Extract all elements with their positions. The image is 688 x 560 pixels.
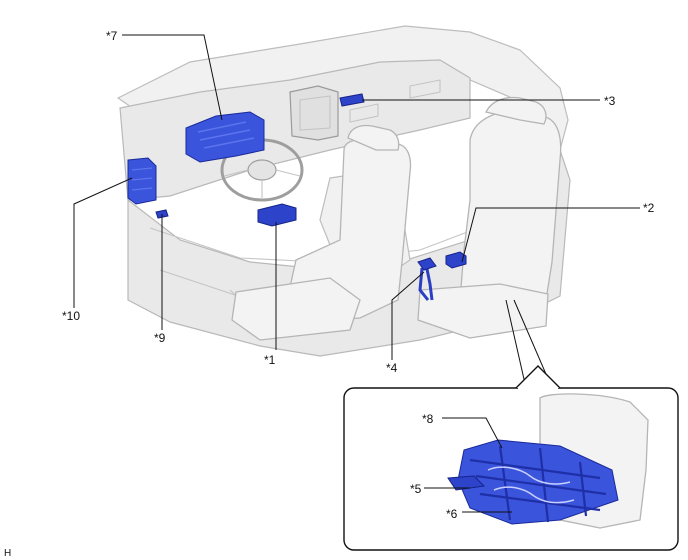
- component-10-ecu: [127, 157, 157, 205]
- label-7: *7: [106, 29, 118, 43]
- component-3-roof-module: [339, 93, 365, 107]
- component-7-combination-meter: [185, 111, 265, 163]
- detail-inset: [343, 365, 679, 551]
- callout-labels: *7 *3 *2 *10 *9 *1 *4 *8 *5 *6 H: [4, 29, 655, 559]
- label-2: *2: [643, 201, 655, 215]
- label-6: *6: [446, 507, 458, 521]
- component-2-seat-module: [445, 251, 467, 269]
- label-3: *3: [604, 94, 616, 108]
- component-4-seat-harness: [417, 257, 437, 301]
- label-9: *9: [154, 331, 166, 345]
- corner-code: H: [4, 548, 11, 559]
- label-1: *1: [264, 353, 276, 367]
- label-10: *10: [62, 309, 80, 323]
- label-5: *5: [410, 482, 422, 496]
- label-8: *8: [422, 412, 434, 426]
- label-4: *4: [386, 361, 398, 375]
- leader-lines: [73, 34, 640, 389]
- vehicle-interior-illustration: [116, 25, 571, 357]
- component-1-driver-unit: [257, 203, 297, 227]
